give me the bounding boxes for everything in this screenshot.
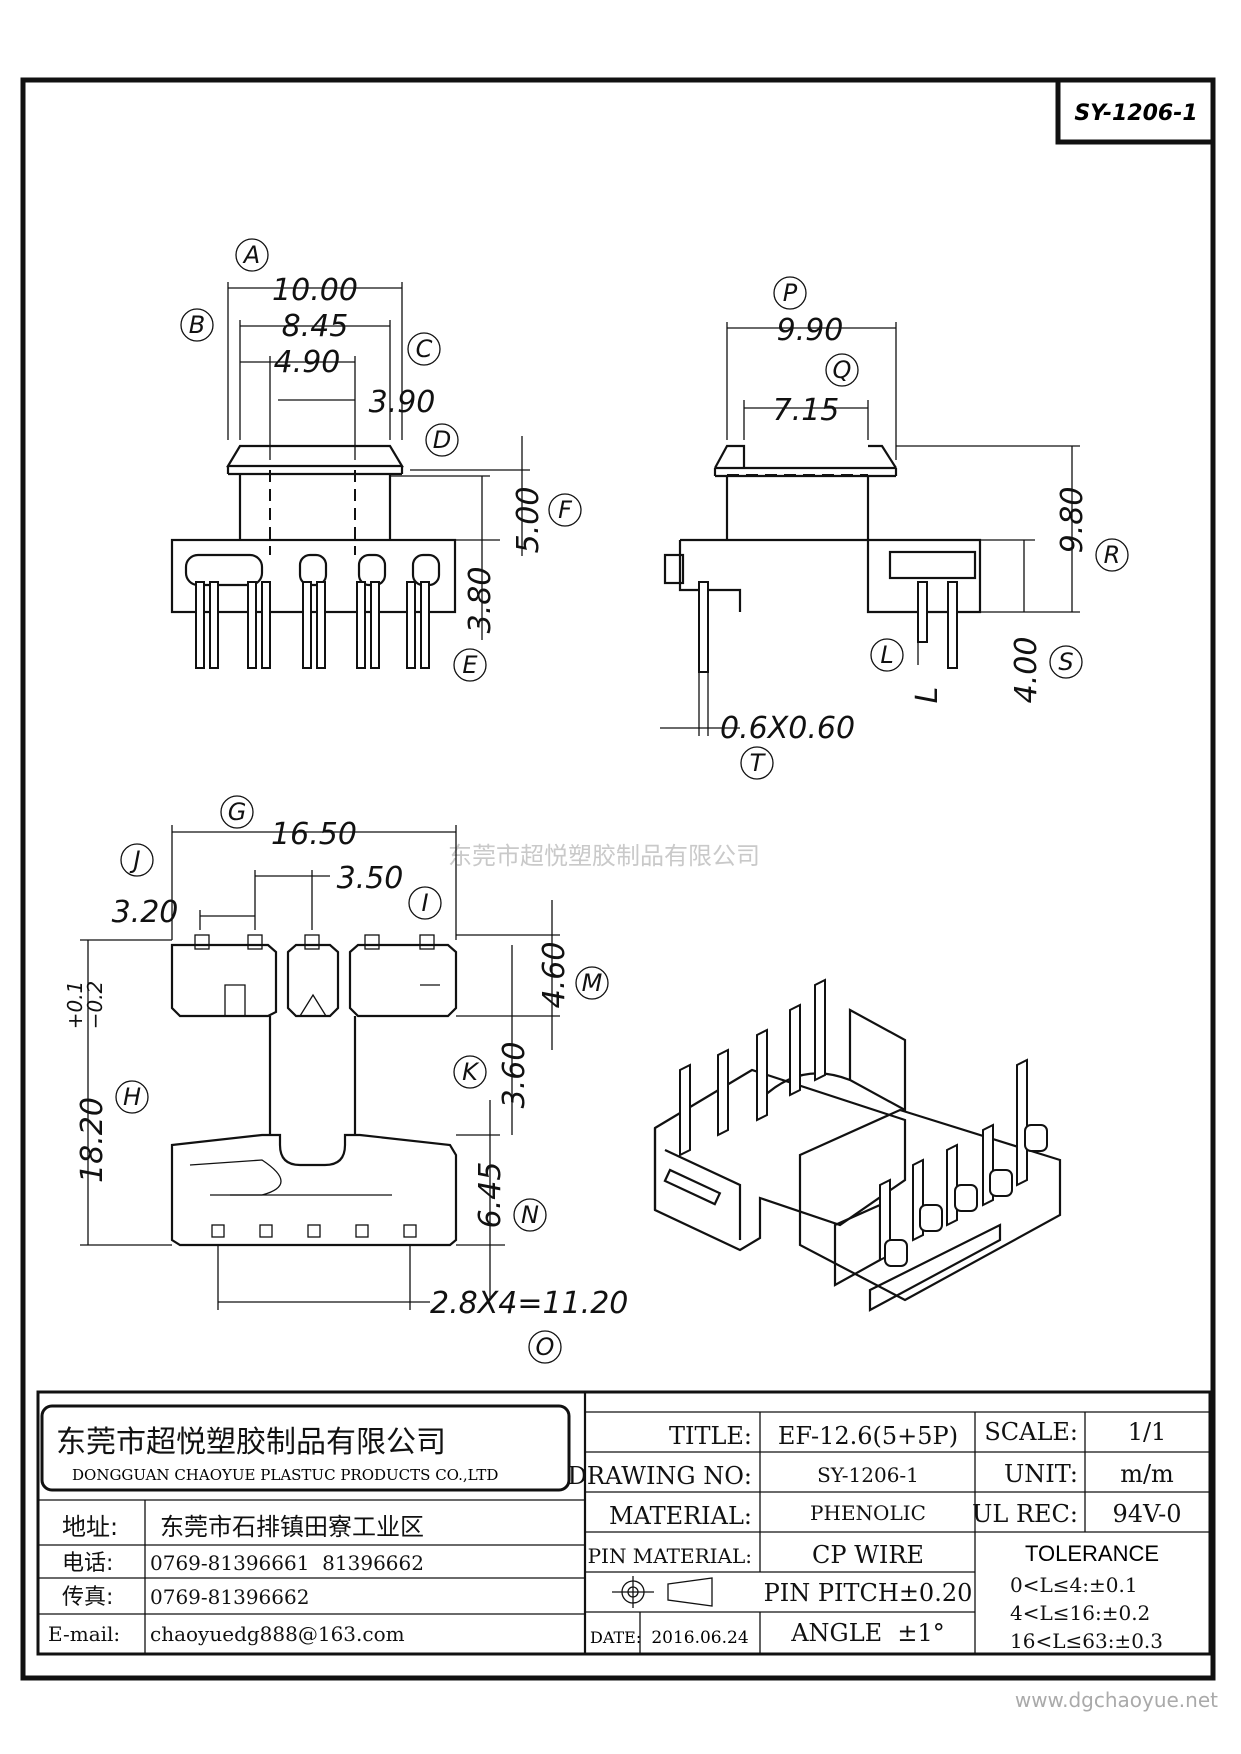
side-dim-9-90: 9.90 xyxy=(777,313,844,348)
drawing-id: SY-1206-1 xyxy=(1074,101,1197,126)
watermark-company: 东莞市超悦塑胶制品有限公司 xyxy=(448,842,760,870)
front-dim-3-80: 3.80 xyxy=(463,567,498,634)
bottom-dim-18-20: 18.20 xyxy=(75,1097,110,1183)
tolerance-3: 16<L≤63:±0.3 xyxy=(1010,1629,1163,1653)
bottom-tol-plus: +0.1 xyxy=(63,981,87,1030)
front-dim-5-00: 5.00 xyxy=(511,487,546,554)
label-c: C xyxy=(416,335,433,363)
label-l: L xyxy=(880,641,893,669)
company-name-en: DONGGUAN CHAOYUE PLASTUC PRODUCTS CO.,LT… xyxy=(72,1466,498,1484)
bottom-dim-3-50: 3.50 xyxy=(337,861,404,896)
company-name-cn: 东莞市超悦塑胶制品有限公司 xyxy=(56,1425,446,1460)
label-q: Q xyxy=(833,356,852,384)
label-t: T xyxy=(750,749,767,777)
date-label: DATE: xyxy=(590,1628,641,1647)
phone: 0769-81396661 81396662 xyxy=(150,1551,424,1575)
side-dim-9-80: 9.80 xyxy=(1055,487,1090,554)
pin-material-label: PIN MATERIAL: xyxy=(588,1544,752,1568)
scale-value: 1/1 xyxy=(1128,1418,1167,1446)
bottom-tol-minus: −0.2 xyxy=(83,981,107,1030)
label-b: B xyxy=(189,311,205,339)
bottom-view: 16.50 3.50 3.20 4.60 3.60 6.45 18.20 +0.… xyxy=(63,795,628,1364)
label-o: O xyxy=(536,1333,555,1361)
ul-value: 94V-0 xyxy=(1112,1500,1181,1528)
company-box xyxy=(40,1404,571,1492)
isometric-view xyxy=(653,978,1062,1312)
label-n: N xyxy=(521,1201,539,1229)
phone-label: 电话: xyxy=(62,1551,113,1576)
fax-label: 传真: xyxy=(62,1585,113,1610)
front-dim-8-45: 8.45 xyxy=(282,309,349,344)
label-i: I xyxy=(421,889,428,917)
label-j: J xyxy=(129,846,140,874)
material-value: PHENOLIC xyxy=(810,1501,926,1525)
ul-label: UL REC: xyxy=(972,1500,1078,1528)
label-d: D xyxy=(433,426,451,454)
title-value: EF-12.6(5+5P) xyxy=(778,1422,958,1450)
label-p: P xyxy=(783,279,798,307)
email: chaoyuedg888@163.com xyxy=(150,1622,405,1646)
front-dim-10: 10.00 xyxy=(272,273,358,308)
label-f: F xyxy=(558,496,573,524)
title-label: TITLE: xyxy=(669,1422,752,1450)
label-g: G xyxy=(228,798,247,826)
unit-label: UNIT: xyxy=(1004,1460,1078,1488)
label-m: M xyxy=(582,969,603,997)
bottom-dim-3-20: 3.20 xyxy=(112,895,179,930)
title-block: 东莞市超悦塑胶制品有限公司 DONGGUAN CHAOYUE PLASTUC P… xyxy=(36,1390,1212,1656)
unit-value: m/m xyxy=(1120,1460,1174,1488)
side-dim-l: L xyxy=(910,687,945,704)
label-k: K xyxy=(462,1058,480,1086)
pin-material-value: CP WIRE xyxy=(812,1541,924,1569)
bottom-dim-3-60: 3.60 xyxy=(497,1042,532,1109)
side-view: 9.90 7.15 9.80 4.00 0.6X0.60 L P Q R S L… xyxy=(660,276,1129,780)
front-dim-3-90: 3.90 xyxy=(369,385,436,420)
email-label: E-mail: xyxy=(48,1622,120,1646)
label-r: R xyxy=(1104,541,1121,569)
bottom-dim-16-50: 16.50 xyxy=(271,817,357,852)
drawing-no-label: DRAWING NO: xyxy=(568,1462,752,1490)
drawing-border xyxy=(20,77,1216,1681)
address: 东莞市石排镇田寮工业区 xyxy=(160,1513,424,1541)
front-dim-4-90: 4.90 xyxy=(274,345,341,380)
label-h: H xyxy=(123,1083,141,1111)
drawing-id-box xyxy=(1055,77,1216,145)
material-label: MATERIAL: xyxy=(609,1502,752,1530)
bottom-dim-4-60: 4.60 xyxy=(537,942,572,1009)
label-e: E xyxy=(462,651,478,679)
date-value: 2016.06.24 xyxy=(651,1628,748,1648)
bottom-dim-6-45: 6.45 xyxy=(473,1162,508,1229)
label-s: S xyxy=(1058,648,1073,676)
bottom-dim-pitch: 2.8X4=11.20 xyxy=(430,1286,628,1321)
projection-symbol xyxy=(612,1576,713,1608)
watermark-url: www.dgchaoyue.net xyxy=(1015,1688,1218,1712)
drawing-no-value: SY-1206-1 xyxy=(817,1463,919,1487)
side-dim-4-00: 4.00 xyxy=(1009,637,1044,704)
pin-pitch: PIN PITCH±0.20 xyxy=(764,1579,973,1607)
tolerance-label: TOLERANCE xyxy=(1025,1541,1159,1566)
label-a: A xyxy=(242,241,260,269)
scale-label: SCALE: xyxy=(984,1418,1078,1446)
tolerance-1: 0<L≤4:±0.1 xyxy=(1010,1573,1138,1597)
side-dim-7-15: 7.15 xyxy=(773,393,840,428)
front-view: 10.00 8.45 4.90 3.90 5.00 3.80 A B C D E… xyxy=(170,238,582,682)
angle: ANGLE ±1° xyxy=(790,1619,945,1647)
address-label: 地址: xyxy=(62,1513,118,1541)
side-dim-pin: 0.6X0.60 xyxy=(720,711,855,746)
fax: 0769-81396662 xyxy=(150,1585,309,1609)
tolerance-2: 4<L≤16:±0.2 xyxy=(1010,1601,1150,1625)
